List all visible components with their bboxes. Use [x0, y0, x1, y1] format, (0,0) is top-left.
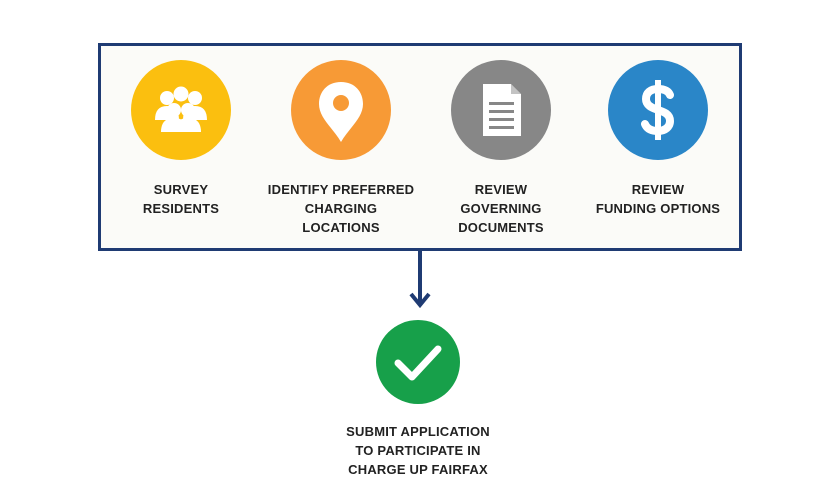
survey-circle — [131, 60, 231, 160]
final-label: SUBMIT APPLICATION TO PARTICIPATE IN CHA… — [318, 422, 518, 479]
document-icon — [483, 84, 521, 136]
check-mark-icon — [394, 345, 442, 381]
step-review-documents: REVIEW GOVERNING DOCUMENTS — [421, 60, 581, 237]
funding-circle — [608, 60, 708, 160]
label-line: IDENTIFY PREFERRED — [267, 182, 415, 197]
step-review-funding: REVIEW FUNDING OPTIONS — [578, 60, 738, 218]
label-line: GOVERNING — [460, 201, 542, 216]
label-line: LOCATIONS — [302, 220, 380, 235]
step-identify-locations: IDENTIFY PREFERRED CHARGING LOCATIONS — [261, 60, 421, 237]
submit-circle — [376, 320, 460, 404]
down-arrow-icon — [409, 248, 431, 309]
label-line: TO PARTICIPATE IN — [355, 443, 481, 458]
locations-circle — [291, 60, 391, 160]
documents-circle — [451, 60, 551, 160]
label-line: CHARGE UP FAIRFAX — [348, 462, 488, 477]
dollar-sign-icon — [641, 80, 675, 140]
label-line: FUNDING OPTIONS — [595, 201, 721, 216]
people-group-icon — [155, 86, 207, 132]
step-label: REVIEW GOVERNING DOCUMENTS — [421, 180, 581, 237]
label-line: CHARGING — [304, 201, 378, 216]
final-step-submit: SUBMIT APPLICATION TO PARTICIPATE IN CHA… — [318, 320, 518, 479]
label-line: SURVEY — [153, 182, 209, 197]
label-line: RESIDENTS — [142, 201, 220, 216]
label-line: DOCUMENTS — [458, 220, 544, 235]
step-survey-residents: SURVEY RESIDENTS — [101, 60, 261, 218]
steps-panel: SURVEY RESIDENTS IDENTIFY PREFERRED CHAR… — [98, 43, 742, 251]
label-line: REVIEW — [474, 182, 528, 197]
step-label: IDENTIFY PREFERRED CHARGING LOCATIONS — [261, 180, 421, 237]
label-line: SUBMIT APPLICATION — [346, 424, 490, 439]
label-line: REVIEW — [631, 182, 685, 197]
map-pin-icon — [319, 82, 363, 142]
step-label: SURVEY RESIDENTS — [101, 180, 261, 218]
step-label: REVIEW FUNDING OPTIONS — [578, 180, 738, 218]
